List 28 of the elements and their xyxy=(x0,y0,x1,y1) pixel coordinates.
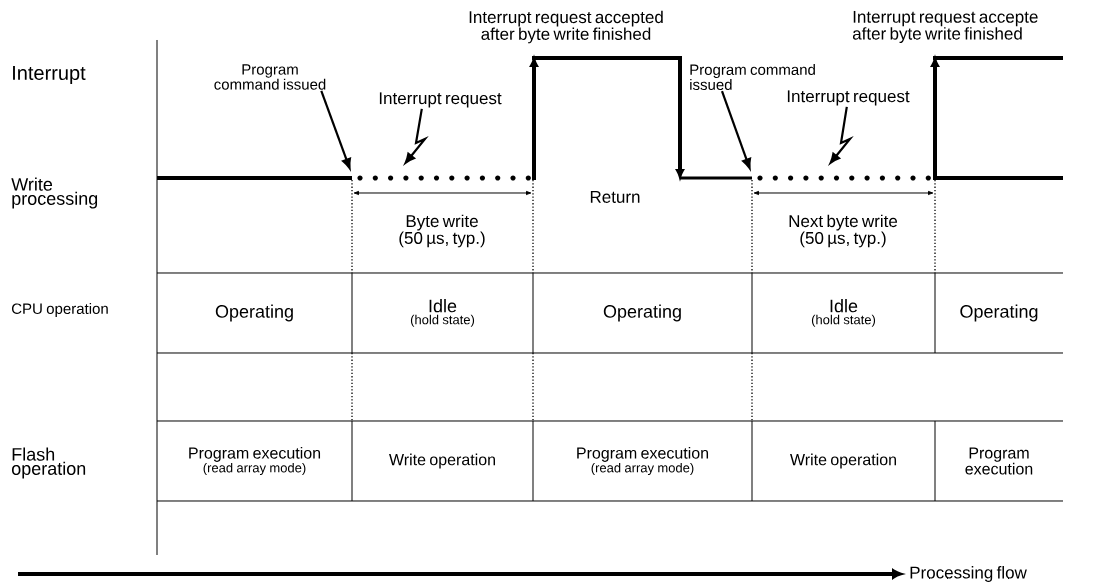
axis-label: Processing flow xyxy=(910,566,1027,582)
row-label: Flash operation xyxy=(11,447,86,479)
callout-text: Program command issued xyxy=(690,64,815,90)
lightning-arrow xyxy=(829,106,854,164)
annotation-text: Return xyxy=(590,191,640,203)
callout-text: Interrupt request xyxy=(787,90,910,106)
table-cell: Program execution (read array mode) xyxy=(189,447,321,475)
annotation-text: Interrupt request accepte after byte write finished xyxy=(852,10,1038,44)
row-label: Write processing xyxy=(11,177,98,209)
row-label: CPU operation xyxy=(12,303,108,317)
table-cell: Program execution (read array mode) xyxy=(577,447,709,475)
table-cell: Program execution xyxy=(965,447,1033,475)
table-cell: Write operation xyxy=(790,453,896,469)
lightning-arrow xyxy=(404,108,429,164)
row-label: Interrupt xyxy=(13,66,86,84)
duration-label: Next byte write (50 µs, typ.) xyxy=(789,214,898,248)
table-cell: Idle (hold state) xyxy=(811,299,876,327)
callout-text: Interrupt request xyxy=(379,92,502,108)
callout-text: Program command issued xyxy=(214,64,326,90)
table-cell: Write operation xyxy=(389,453,495,469)
leader-arrow xyxy=(320,90,351,169)
duration-label: Byte write (50 µs, typ.) xyxy=(399,214,485,248)
annotation-text: Interrupt request accepted after byte write finished xyxy=(469,10,663,44)
table-cell: Operating xyxy=(215,304,293,322)
table-cell: Idle (hold state) xyxy=(410,299,475,327)
table-cell: Operating xyxy=(603,304,681,322)
leader-arrow xyxy=(720,90,752,169)
table-cell: Operating xyxy=(960,304,1038,322)
